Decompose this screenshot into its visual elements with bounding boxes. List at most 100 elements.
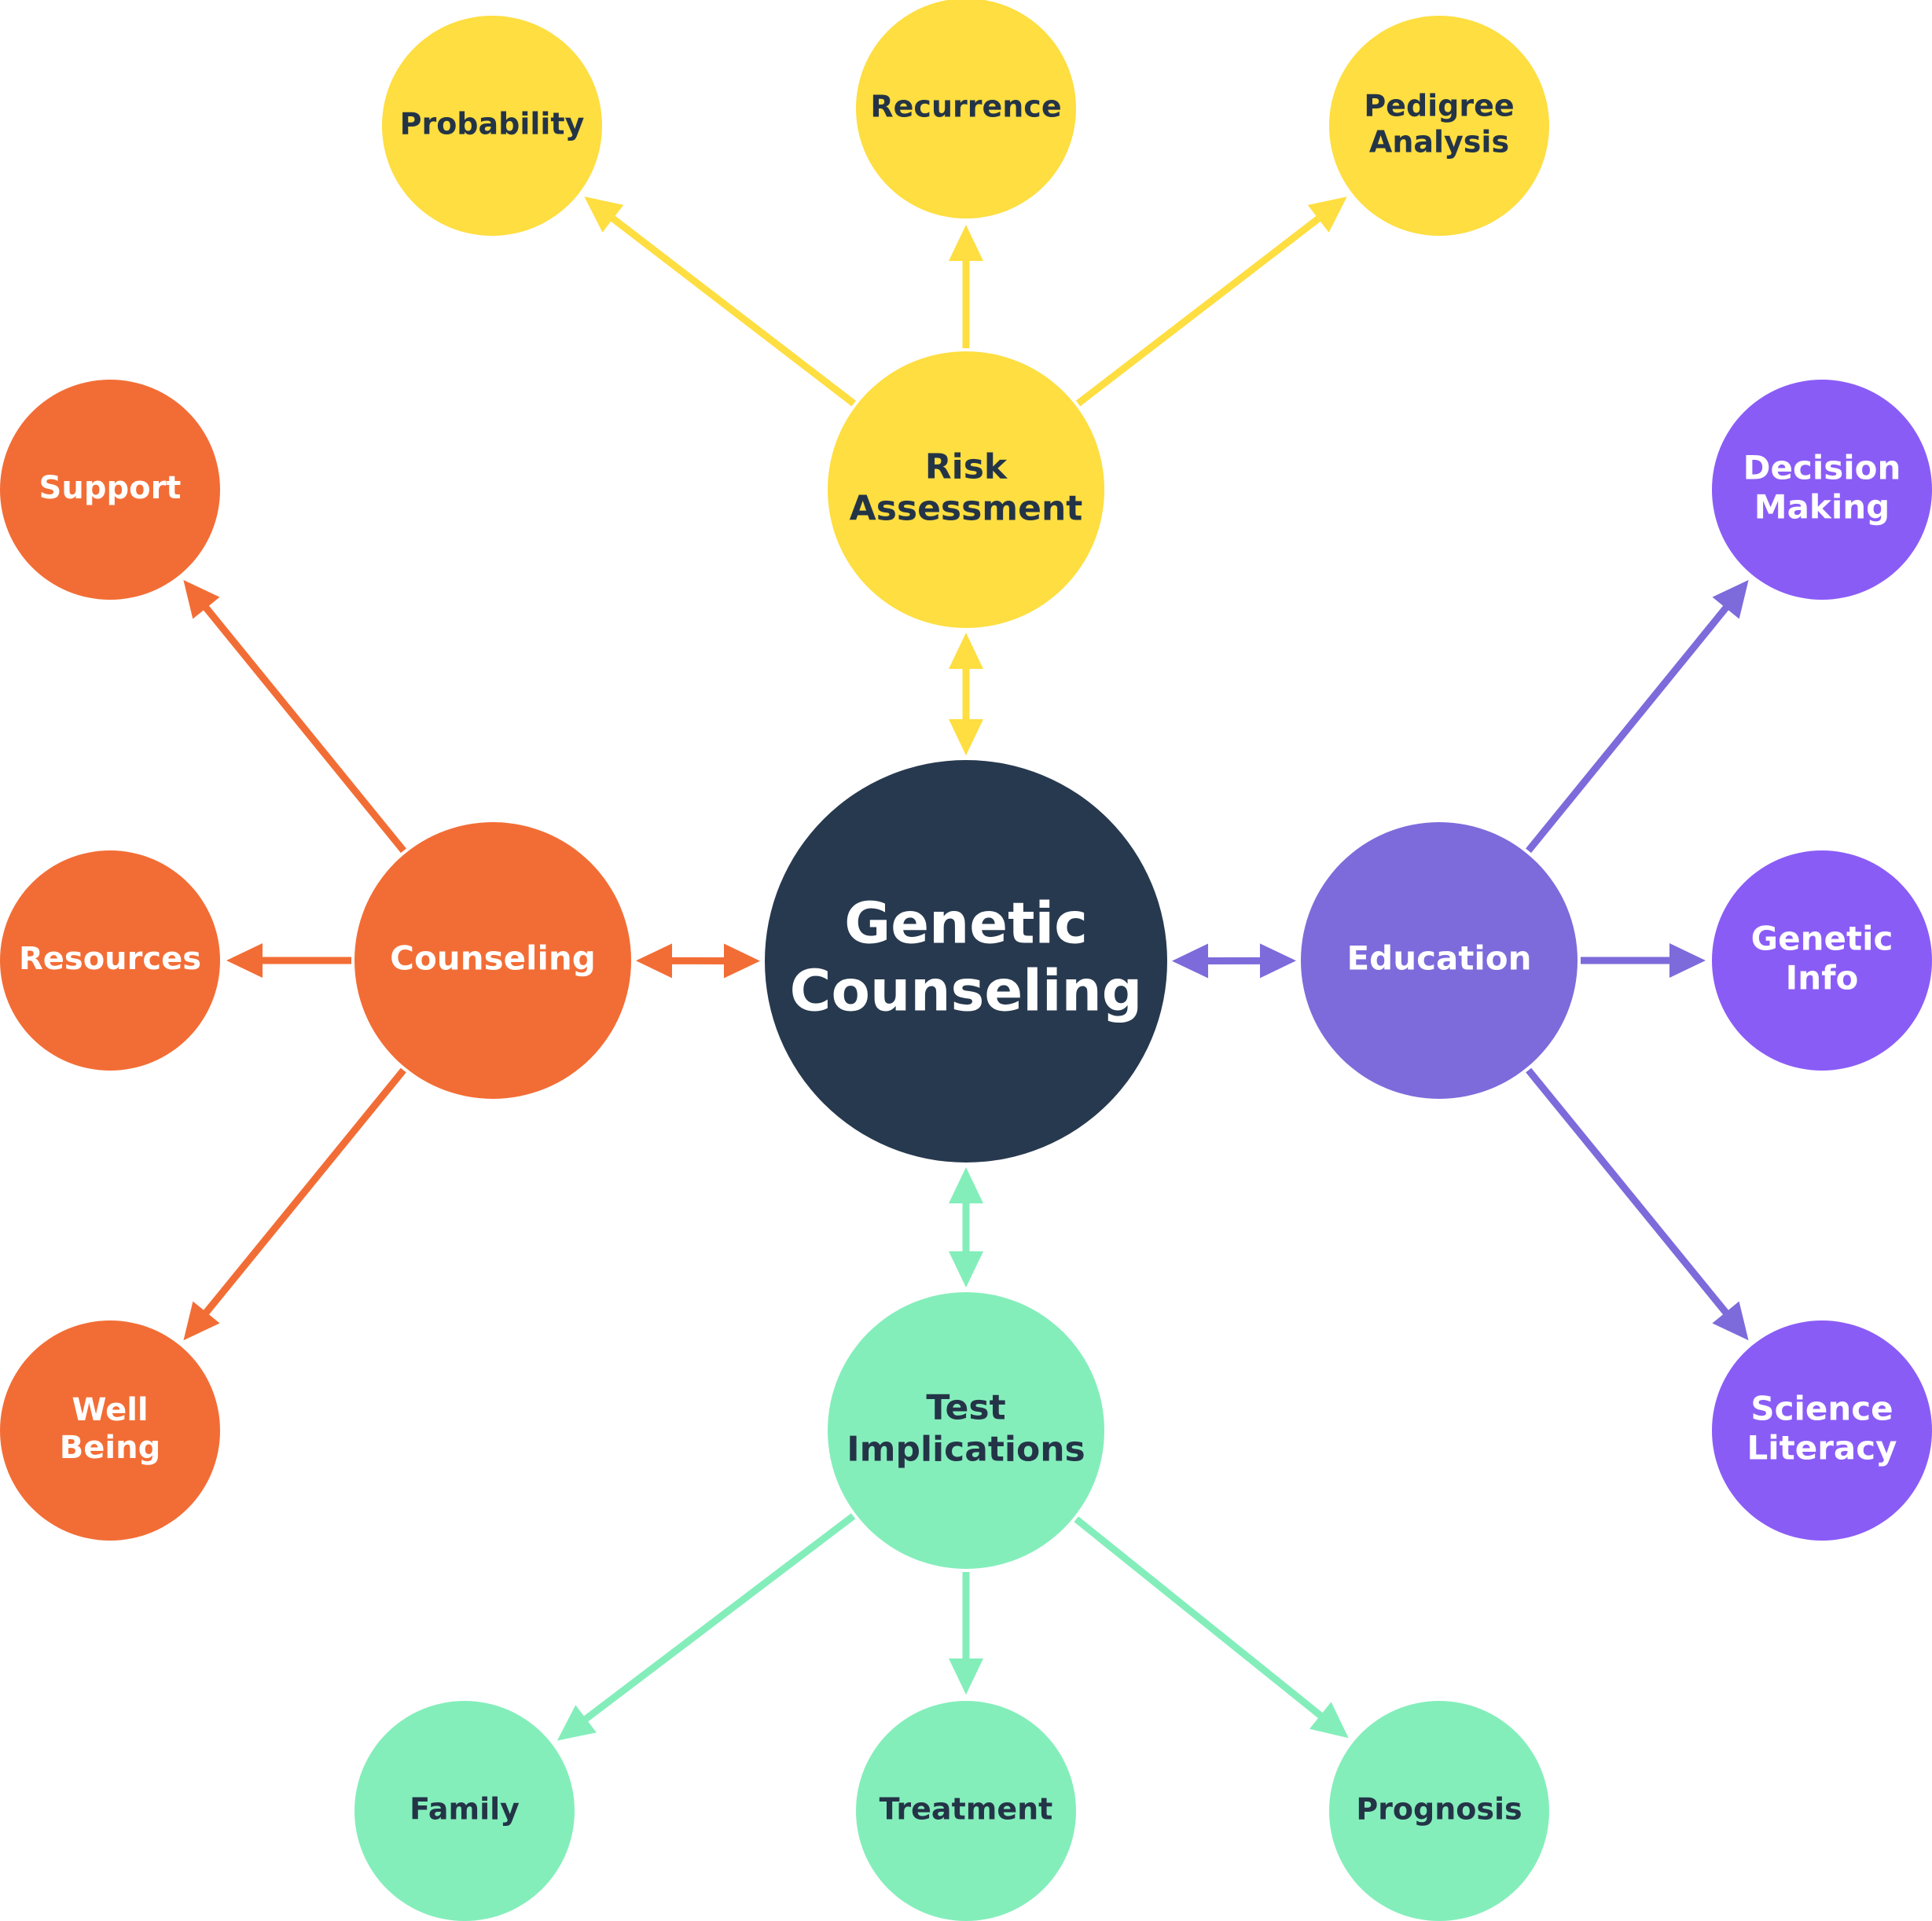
node-circle [856, 1701, 1076, 1921]
arrowhead [1712, 579, 1749, 619]
arrowhead [1307, 197, 1347, 233]
hub-node-education[interactable]: Education [1301, 822, 1578, 1099]
node-circle [382, 16, 602, 236]
node-circle [828, 1292, 1104, 1569]
node-label: Prognosis [1356, 1792, 1522, 1827]
connector-layer [183, 197, 1749, 1741]
arrowhead [949, 633, 983, 669]
education-to-science-literacy-connector [1526, 1067, 1749, 1341]
arrowhead [584, 197, 624, 233]
arrowhead [1259, 943, 1297, 979]
arrowhead [949, 719, 983, 755]
arrowhead [1669, 943, 1706, 978]
node-circle [1712, 1320, 1932, 1541]
node-circle [828, 351, 1104, 628]
node-circle [1712, 850, 1932, 1071]
node-label: Literacy [1747, 1429, 1897, 1467]
node-circle [765, 760, 1167, 1163]
node-label: Recurrence [870, 90, 1061, 124]
arrowhead [949, 225, 983, 261]
node-label: Genetic [844, 890, 1088, 956]
node-circle [1329, 1701, 1549, 1921]
connector-line [1074, 1516, 1326, 1721]
connector-line [200, 603, 406, 854]
arrowhead [556, 1705, 597, 1741]
hub-node-counseling[interactable]: Counseling [354, 822, 631, 1099]
risk-to-pedigree-analysis-connector [1075, 197, 1347, 406]
node-label: Being [60, 1430, 160, 1466]
connector-line [608, 213, 856, 406]
node-label: Risk [925, 447, 1008, 487]
node-label: Decision [1743, 448, 1901, 487]
node-circle [354, 1701, 575, 1921]
node-label: Counseling [390, 939, 596, 978]
node-label: Genetic [1751, 919, 1893, 957]
center-counseling-connector [635, 943, 761, 979]
leaf-node-prognosis[interactable]: Prognosis [1329, 1701, 1549, 1921]
node-label: Treatment [880, 1792, 1053, 1827]
node-label: Assessment [850, 488, 1083, 528]
node-circle [0, 850, 220, 1071]
test-to-family-connector [556, 1513, 856, 1741]
test-to-treatment-connector [949, 1572, 983, 1695]
node-label: Support [39, 470, 182, 506]
node-circle [0, 1320, 220, 1541]
node-circle [1712, 380, 1932, 600]
risk-to-recurrence-connector [949, 225, 983, 348]
center-education-connector [1171, 943, 1297, 979]
node-circle [856, 0, 1076, 219]
arrowhead [723, 943, 761, 979]
leaf-node-probability[interactable]: Probability [382, 16, 602, 236]
leaf-node-family[interactable]: Family [354, 1701, 575, 1921]
node-label: Analysis [1369, 124, 1509, 159]
node-label: Counseling [790, 958, 1143, 1024]
connector-line [1526, 603, 1732, 854]
arrowhead [949, 1167, 983, 1203]
leaf-node-resources[interactable]: Resources [0, 850, 220, 1071]
connector-line [581, 1513, 856, 1724]
arrowhead [183, 1301, 220, 1341]
node-circle [0, 380, 220, 600]
node-label: Pedigree [1364, 89, 1514, 123]
node-circle [1329, 16, 1549, 236]
arrowhead [635, 943, 673, 979]
connector-line [1075, 213, 1324, 406]
node-label: Resources [19, 941, 201, 977]
arrowhead [183, 579, 220, 619]
leaf-node-treatment[interactable]: Treatment [856, 1701, 1076, 1921]
counseling-to-resources-connector [226, 943, 351, 978]
connector-line [1526, 1067, 1731, 1317]
arrowhead [1309, 1702, 1349, 1739]
arrowhead [949, 1658, 983, 1695]
risk-to-probability-connector [584, 197, 856, 406]
counseling-to-support-connector [183, 579, 406, 854]
education-to-genetic-info-connector [1581, 943, 1706, 978]
arrowhead [949, 1251, 983, 1287]
test-to-prognosis-connector [1074, 1516, 1349, 1739]
node-label: Well [72, 1392, 148, 1428]
node-label: Science [1750, 1389, 1893, 1427]
node-circle [1301, 822, 1578, 1099]
leaf-node-support[interactable]: Support [0, 380, 220, 600]
arrowhead [226, 943, 263, 978]
node-label: Family [410, 1792, 520, 1827]
leaf-node-recurrence[interactable]: Recurrence [856, 0, 1076, 219]
center-risk-connector [949, 633, 983, 755]
education-to-decision-making-connector [1526, 579, 1749, 854]
node-label: Info [1786, 959, 1859, 997]
connector-line [201, 1067, 406, 1317]
counseling-to-well-being-connector [183, 1067, 406, 1341]
node-label: Probability [400, 107, 585, 141]
arrowhead [1171, 943, 1209, 979]
center-test-connector [949, 1167, 983, 1287]
